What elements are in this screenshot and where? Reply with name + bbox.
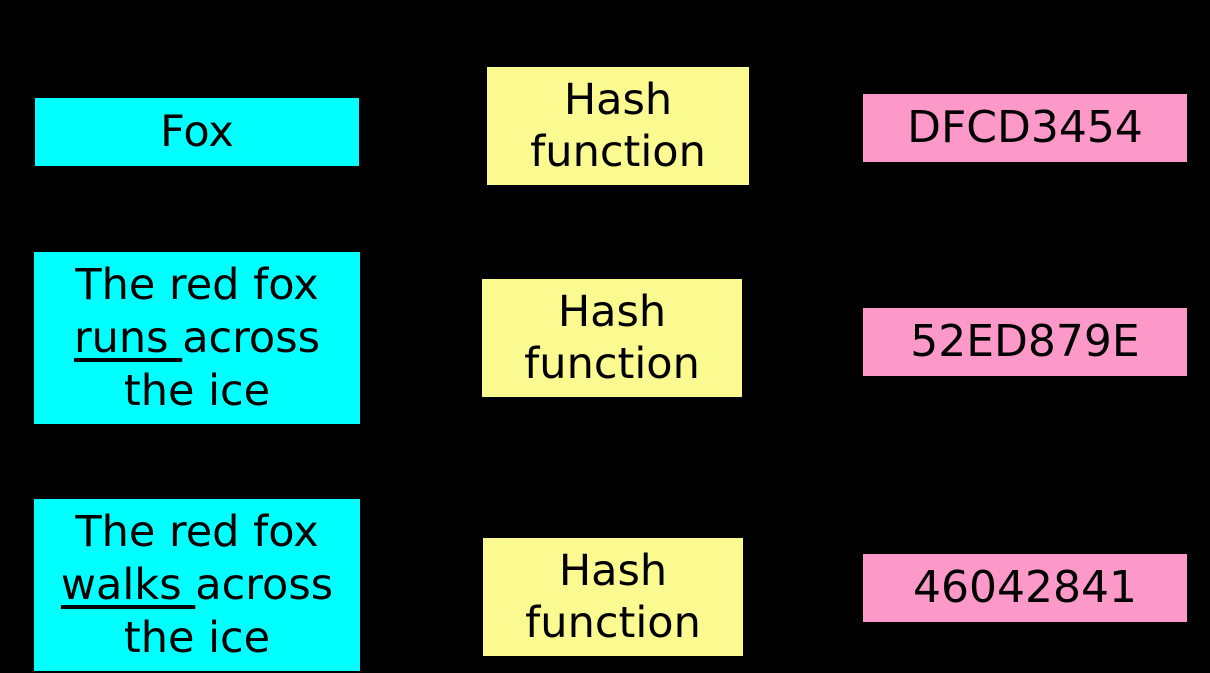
digest-value-1: DFCD3454 xyxy=(907,102,1143,153)
input-box-fox: Fox xyxy=(33,96,361,168)
text-line: The red fox xyxy=(75,506,319,557)
text-line: The red fox xyxy=(75,259,319,310)
text-line: Fox xyxy=(160,106,234,157)
text-line: function xyxy=(525,598,701,648)
text-line: runs across xyxy=(73,312,321,363)
digest-box-1: DFCD3454 xyxy=(861,92,1189,164)
text-line: function xyxy=(524,339,700,389)
text-line: walks across xyxy=(60,559,334,610)
digest-value-2: 52ED879E xyxy=(910,316,1140,367)
text-line: the ice xyxy=(123,612,271,663)
digest-box-3: 46042841 xyxy=(861,552,1189,624)
text-line: function xyxy=(530,127,706,177)
text-line: the ice xyxy=(123,365,271,416)
digest-box-2: 52ED879E xyxy=(861,306,1189,378)
digest-value-3: 46042841 xyxy=(913,562,1137,613)
text-line: Hash xyxy=(558,546,668,596)
text-line: Hash xyxy=(563,75,673,125)
text-line: Hash xyxy=(557,287,667,337)
